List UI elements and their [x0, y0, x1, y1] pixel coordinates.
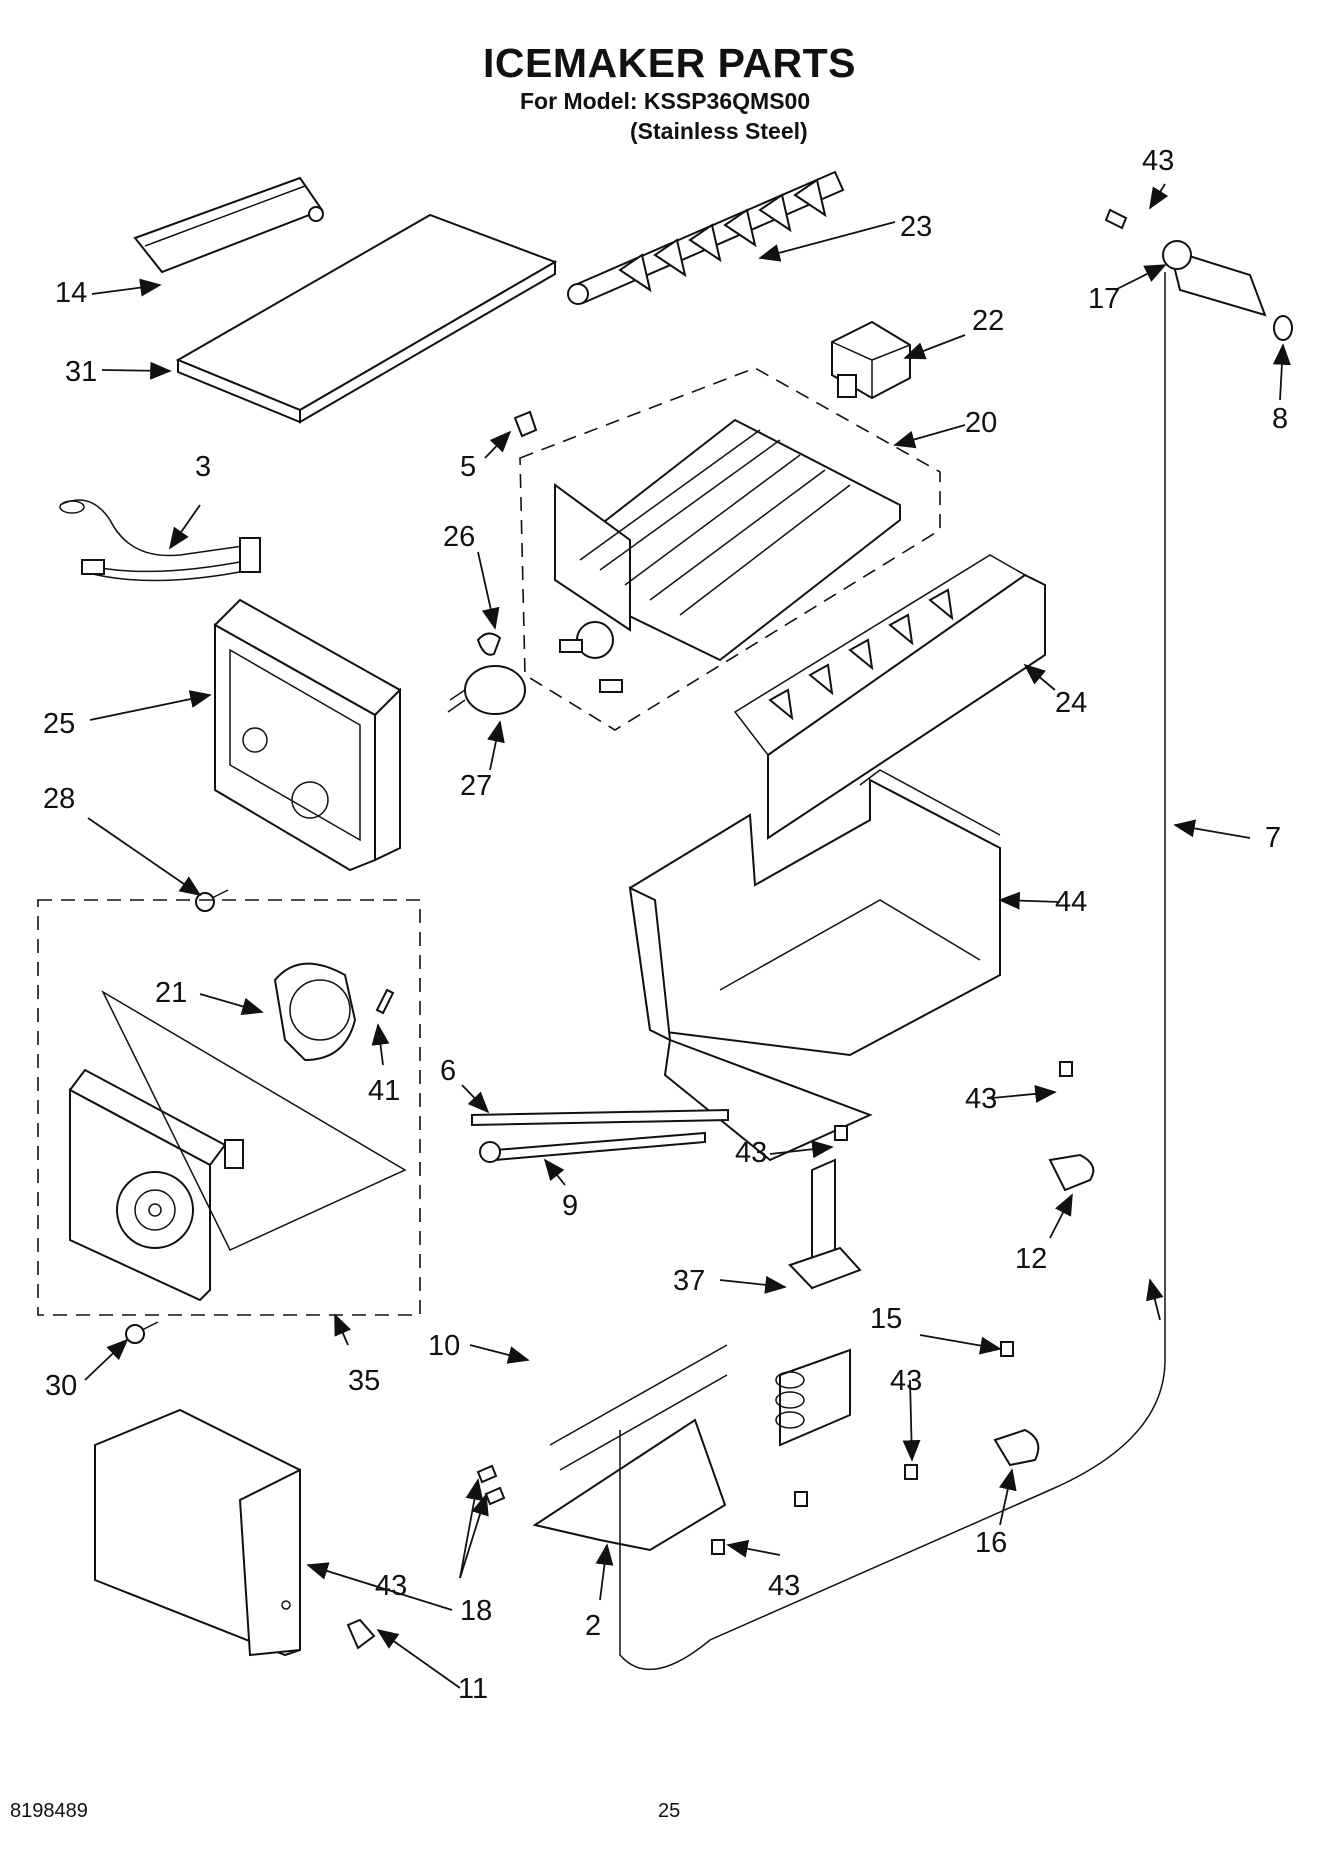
- callout-43-b: 43: [735, 1137, 767, 1169]
- part-11-plug: [346, 1618, 376, 1650]
- callout-35: 35: [348, 1365, 380, 1397]
- callout-43-e: 43: [768, 1570, 800, 1602]
- callout-44: 44: [1055, 886, 1087, 918]
- part-17-fitting: [1162, 240, 1267, 317]
- part-27-thermostat: [447, 665, 526, 715]
- part-41-screw: [375, 988, 395, 1015]
- part-35-connector-lines: [101, 990, 407, 1251]
- part-8-washer: [1273, 315, 1293, 341]
- part-20-ice-mold: [554, 418, 901, 693]
- part-25-housing: [213, 598, 402, 872]
- part-24-stripper: [733, 554, 1046, 840]
- callout-16: 16: [975, 1527, 1007, 1559]
- callout-20: 20: [965, 407, 997, 439]
- callout-12: 12: [1015, 1243, 1047, 1275]
- part-21-motor: [273, 962, 357, 1062]
- part-26-spring: [476, 632, 502, 656]
- part-35-dashed-outline: [37, 899, 421, 1316]
- callout-6: 6: [440, 1055, 456, 1087]
- callout-14: 14: [55, 277, 87, 309]
- callout-31: 31: [65, 356, 97, 388]
- part-23-ejector: [567, 170, 845, 305]
- part-5-clip: [513, 410, 538, 438]
- part-22-fill-cup: [831, 320, 911, 400]
- callout-17: 17: [1088, 283, 1120, 315]
- callout-3: 3: [195, 451, 211, 483]
- part-31-lid: [175, 213, 558, 424]
- part-28-screw: [195, 889, 229, 912]
- part-9-tube: [479, 1131, 706, 1163]
- callout-labels: 14 31 3 5 23 22 20 26 27 25 28 24 44 7 2…: [43, 145, 1288, 1705]
- part-37-bracket: [788, 1158, 862, 1290]
- callout-9: 9: [562, 1190, 578, 1222]
- part-44-bin-support: [628, 769, 1001, 1162]
- callout-18: 18: [460, 1595, 492, 1627]
- part-43-screws: [476, 208, 1128, 1555]
- callout-10: 10: [428, 1330, 460, 1362]
- callout-7: 7: [1265, 822, 1281, 854]
- callout-24: 24: [1055, 687, 1087, 719]
- callout-2: 2: [585, 1610, 601, 1642]
- doc-number: 8198489: [10, 1800, 88, 1822]
- callout-23: 23: [900, 211, 932, 243]
- part-15-spring: [775, 1348, 851, 1447]
- part-18-cover: [94, 1408, 301, 1657]
- callout-21: 21: [155, 977, 187, 1009]
- part-6-tube: [471, 1108, 729, 1127]
- page-number: 25: [658, 1800, 681, 1822]
- part-35-module: [68, 1068, 244, 1302]
- part-16-clamp: [993, 1428, 1040, 1467]
- callout-22: 22: [972, 305, 1004, 337]
- callout-26: 26: [443, 521, 475, 553]
- callout-28: 28: [43, 783, 75, 815]
- callout-25: 25: [43, 708, 75, 740]
- callout-43-d: 43: [375, 1570, 407, 1602]
- callout-5: 5: [460, 451, 476, 483]
- callout-11: 11: [458, 1673, 488, 1705]
- callout-27: 27: [460, 770, 492, 802]
- callout-15: 15: [870, 1303, 902, 1335]
- callout-43-f: 43: [1142, 145, 1174, 177]
- page-title: ICEMAKER PARTS: [483, 40, 856, 86]
- part-14-bracket: [133, 176, 324, 274]
- callout-37: 37: [673, 1265, 705, 1297]
- part-2-heater-bracket: [532, 1344, 728, 1552]
- callout-8: 8: [1272, 403, 1288, 435]
- callout-30: 30: [45, 1370, 77, 1402]
- model-line: For Model: KSSP36QMS00: [520, 88, 811, 114]
- leader-lines: [84, 183, 1291, 1689]
- part-7-tube: [619, 272, 1166, 1671]
- finish-line: (Stainless Steel): [630, 118, 808, 144]
- callout-43-c: 43: [890, 1365, 922, 1397]
- part-12-clamp: [1048, 1153, 1095, 1192]
- part-3-wire-harness: [59, 499, 261, 582]
- callout-41: 41: [368, 1075, 400, 1107]
- part-30-screw: [125, 1321, 159, 1344]
- callout-43-a: 43: [965, 1083, 997, 1115]
